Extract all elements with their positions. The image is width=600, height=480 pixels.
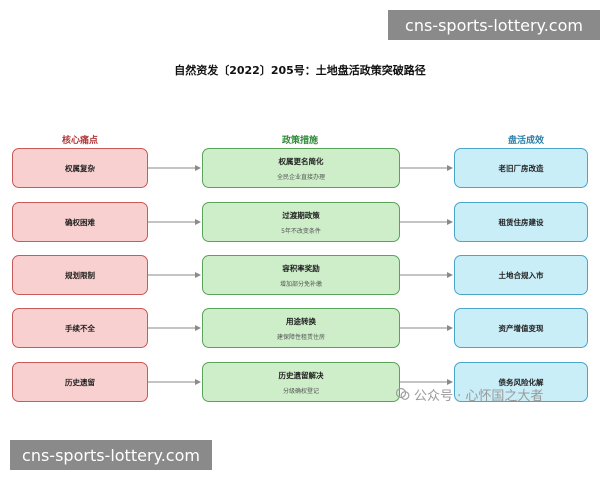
column-header-results: 盘活成效 (507, 136, 544, 146)
diagram-title: 自然资发〔2022〕205号：土地盘活政策突破路径 (174, 64, 426, 77)
pain-point-box-1: 权属复杂 (12, 148, 148, 188)
pain-point-label: 规划限制 (65, 270, 95, 280)
policy-measure-box-2: 过渡期政策 5年不改变条件 (202, 202, 400, 242)
pain-point-box-4: 手续不全 (12, 308, 148, 348)
pain-point-box-3: 规划限制 (12, 255, 148, 295)
result-label: 老旧厂房改造 (498, 163, 544, 173)
policy-measure-sublabel: 5年不改变条件 (281, 227, 321, 235)
policy-measure-sublabel: 建保障性租赁住房 (276, 333, 325, 341)
result-box-4: 资产增值变现 (454, 308, 588, 348)
policy-measure-box-4: 用途转换 建保障性租赁住房 (202, 308, 400, 348)
policy-measure-sublabel: 全民企业直接办理 (276, 173, 325, 181)
wechat-watermark-text: 公众号 · 心怀国之大者 (414, 388, 544, 404)
policy-measure-label: 用途转换 (286, 316, 316, 326)
pain-point-label: 确权困难 (65, 217, 95, 227)
watermark-top: cns-sports-lottery.com (388, 10, 600, 40)
policy-measure-sublabel: 分级确权登记 (282, 387, 319, 395)
pain-point-label: 权属复杂 (65, 163, 95, 173)
pain-point-label: 历史遗留 (65, 377, 95, 387)
policy-measure-label: 历史遗留解决 (278, 370, 324, 380)
watermark-bottom: cns-sports-lottery.com (10, 440, 212, 470)
pain-point-box-5: 历史遗留 (12, 362, 148, 402)
result-box-5: 债务风险化解 (454, 362, 588, 402)
policy-measure-sublabel: 增加部分免补缴 (279, 280, 322, 288)
column-header-pain-points: 核心痛点 (61, 136, 98, 146)
result-box-1: 老旧厂房改造 (454, 148, 588, 188)
result-label: 土地合规入市 (498, 270, 544, 280)
result-label: 租赁住房建设 (498, 217, 544, 227)
policy-measure-label: 容积率奖励 (282, 263, 320, 273)
policy-measure-box-5: 历史遗留解决 分级确权登记 (202, 362, 400, 402)
result-box-2: 租赁住房建设 (454, 202, 588, 242)
result-label: 资产增值变现 (498, 323, 544, 333)
wechat-watermark: 公众号 · 心怀国之大者 (396, 384, 586, 404)
policy-measure-box-1: 权属更名简化 全民企业直接办理 (202, 148, 400, 188)
pain-point-label: 手续不全 (65, 323, 95, 333)
pain-point-box-2: 确权困难 (12, 202, 148, 242)
wechat-icon (396, 387, 410, 400)
policy-measure-box-3: 容积率奖励 增加部分免补缴 (202, 255, 400, 295)
policy-measure-label: 权属更名简化 (278, 156, 324, 166)
policy-measure-label: 过渡期政策 (282, 210, 320, 220)
result-label: 债务风险化解 (498, 377, 544, 387)
column-header-policy-measures: 政策措施 (281, 136, 318, 146)
result-box-3: 土地合规入市 (454, 255, 588, 295)
